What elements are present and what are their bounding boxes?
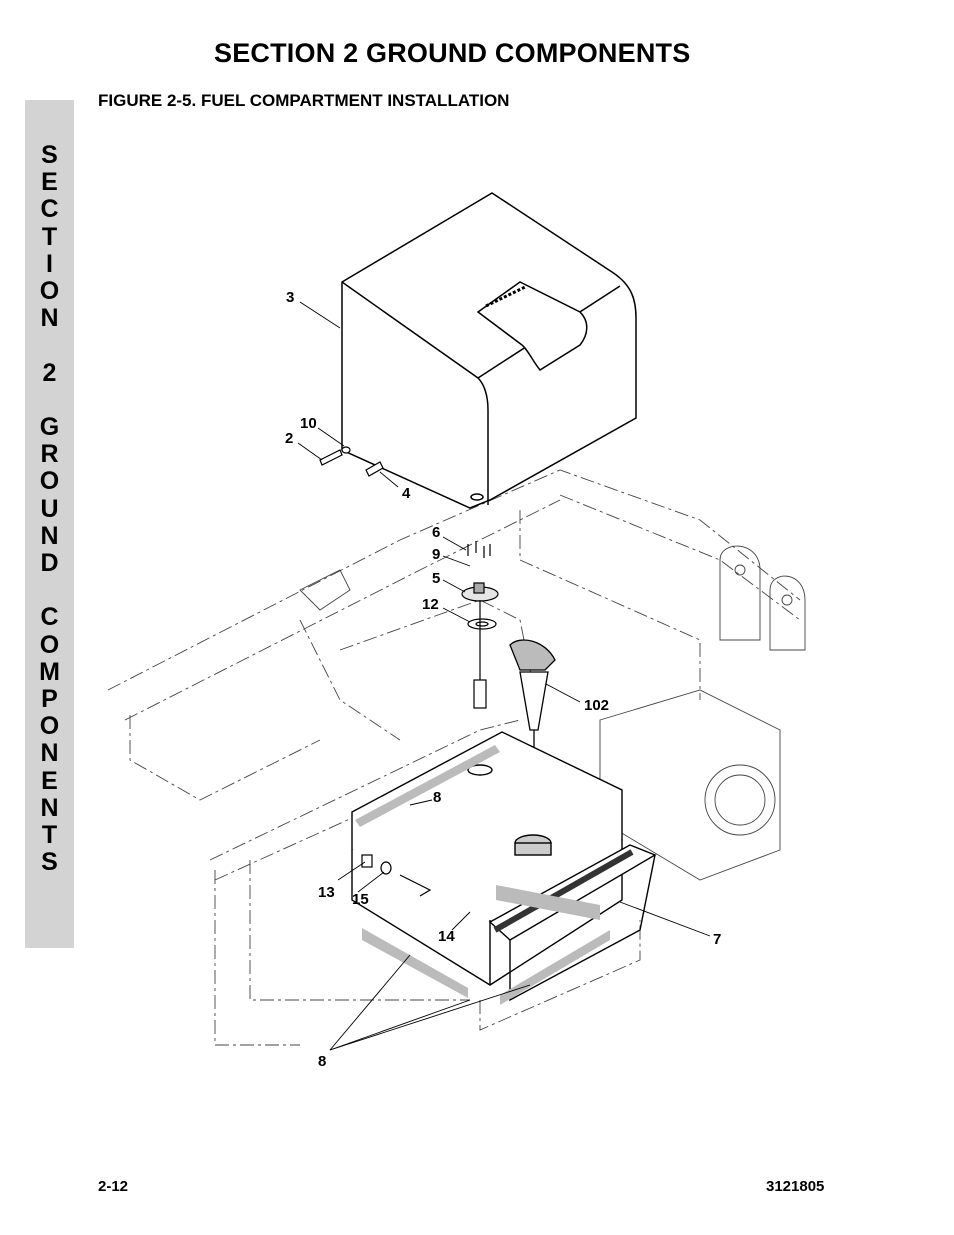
fuel-compartment-cover bbox=[341, 192, 637, 509]
leader-lines bbox=[297, 301, 711, 1051]
fastener-hardware bbox=[319, 446, 384, 477]
callout-5: 5 bbox=[432, 570, 440, 587]
callout-14: 14 bbox=[438, 928, 455, 945]
callout-6: 6 bbox=[432, 524, 440, 541]
side-tab-label: S E C T I O N 2 G R O U N D C O M P O N … bbox=[39, 141, 60, 877]
callout-8-bottom: 8 bbox=[318, 1053, 326, 1070]
page-title: SECTION 2 GROUND COMPONENTS bbox=[214, 38, 691, 68]
callout-15: 15 bbox=[352, 891, 369, 908]
callout-13: 13 bbox=[318, 884, 335, 901]
fuel-tank bbox=[351, 731, 623, 986]
figure-title: FIGURE 2-5. FUEL COMPARTMENT INSTALLATIO… bbox=[98, 91, 510, 110]
callout-102: 102 bbox=[584, 697, 609, 714]
callout-labels: 3 10 2 4 6 9 5 12 102 8 13 15 14 7 8 bbox=[285, 289, 721, 1070]
document-number: 3121805 bbox=[766, 1178, 825, 1195]
page-number: 2-12 bbox=[98, 1178, 129, 1195]
callout-7: 7 bbox=[713, 931, 721, 948]
callout-3: 3 bbox=[286, 289, 294, 306]
callout-4: 4 bbox=[402, 485, 411, 502]
callout-9: 9 bbox=[432, 546, 440, 563]
fuel-tank-tray bbox=[488, 844, 657, 1002]
sender-assembly bbox=[461, 541, 499, 709]
callout-8-top: 8 bbox=[433, 789, 441, 806]
callout-12: 12 bbox=[422, 596, 439, 613]
filler-cap bbox=[509, 639, 556, 830]
hold-down-strap bbox=[361, 854, 432, 897]
section-side-tab: S E C T I O N 2 G R O U N D C O M P O N … bbox=[25, 100, 74, 948]
callout-10: 10 bbox=[300, 415, 317, 432]
callout-2: 2 bbox=[285, 430, 293, 447]
